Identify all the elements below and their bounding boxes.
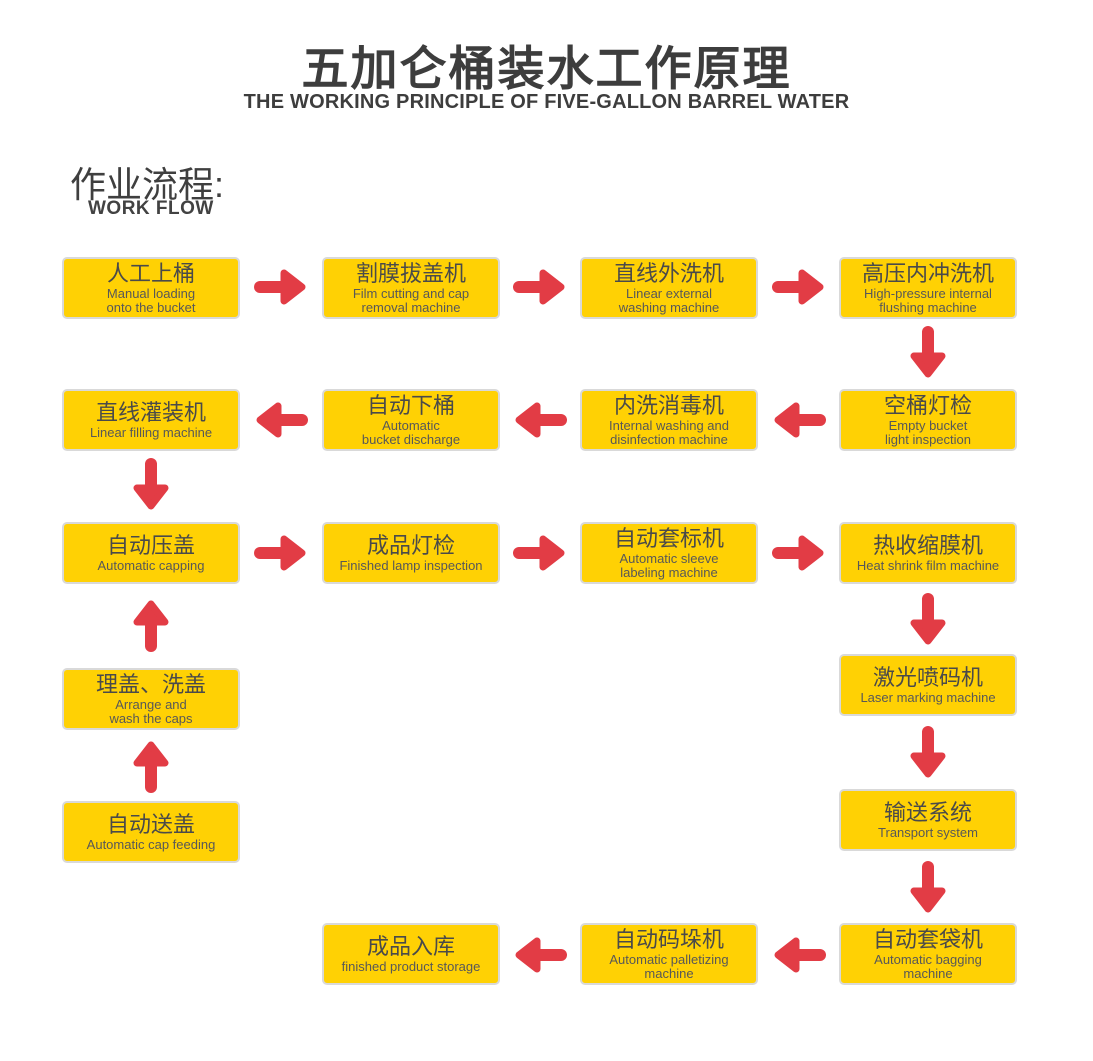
node-title-zh: 高压内冲洗机 (861, 260, 994, 286)
node-subtitle-en: finished product storage (341, 958, 481, 974)
node-title-zh: 自动套标机 (613, 525, 724, 551)
node-film-cutting-cap-removal: 割膜拔盖机 Film cutting and cap removal machi… (322, 257, 500, 319)
node-subtitle-en: Laser marking machine (860, 689, 996, 705)
arrow-down-icon (906, 725, 950, 781)
node-manual-loading: 人工上桶 Manual loading onto the bucket (62, 257, 240, 319)
node-subtitle-en: Linear filling machine (89, 424, 213, 440)
node-title-zh: 输送系统 (883, 799, 972, 825)
arrow-up-icon (129, 597, 173, 653)
node-title-zh: 自动压盖 (106, 532, 195, 558)
node-internal-washing-disinfection: 内洗消毒机 Internal washing and disinfection … (580, 389, 758, 451)
node-title-zh: 内洗消毒机 (613, 392, 724, 418)
arrow-right-icon (512, 265, 568, 309)
node-title-zh: 成品灯检 (366, 532, 455, 558)
node-high-pressure-internal-flushing: 高压内冲洗机 High-pressure internal flushing m… (839, 257, 1017, 319)
node-subtitle-en: Automatic palletizing machine (609, 951, 729, 981)
arrow-down-icon (129, 457, 173, 513)
arrow-left-icon (512, 933, 568, 977)
arrow-up-icon (129, 738, 173, 794)
arrow-left-icon (253, 398, 309, 442)
node-arrange-wash-caps: 理盖、洗盖 Arrange and wash the caps (62, 668, 240, 730)
node-linear-external-washing: 直线外洗机 Linear external washing machine (580, 257, 758, 319)
node-title-zh: 成品入库 (366, 933, 455, 959)
node-title-zh: 割膜拔盖机 (355, 260, 466, 286)
node-finished-lamp-inspection: 成品灯检 Finished lamp inspection (322, 522, 500, 584)
node-subtitle-en: Film cutting and cap removal machine (352, 285, 470, 315)
page-subtitle: THE WORKING PRINCIPLE OF FIVE-GALLON BAR… (243, 91, 850, 113)
workflow-label-en: WORK FLOW (88, 198, 214, 219)
arrow-down-icon (906, 325, 950, 381)
node-title-zh: 热收缩膜机 (872, 532, 983, 558)
node-subtitle-en: Automatic sleeve labeling machine (619, 550, 719, 580)
node-title-zh: 空桶灯检 (883, 392, 972, 418)
node-title-zh: 直线灌装机 (95, 399, 206, 425)
node-automatic-capping: 自动压盖 Automatic capping (62, 522, 240, 584)
node-linear-filling: 直线灌装机 Linear filling machine (62, 389, 240, 451)
arrow-right-icon (512, 531, 568, 575)
node-subtitle-en: Arrange and wash the caps (109, 696, 193, 726)
node-subtitle-en: Automatic capping (97, 557, 205, 573)
node-automatic-bagging: 自动套袋机 Automatic bagging machine (839, 923, 1017, 985)
node-subtitle-en: Automatic bagging machine (874, 951, 982, 981)
node-title-zh: 自动送盖 (106, 811, 195, 837)
node-subtitle-en: Linear external washing machine (618, 285, 720, 315)
node-subtitle-en: Finished lamp inspection (339, 557, 483, 573)
node-subtitle-en: Transport system (878, 824, 978, 840)
node-title-zh: 自动下桶 (366, 392, 455, 418)
node-title-zh: 人工上桶 (106, 260, 195, 286)
node-laser-marking: 激光喷码机 Laser marking machine (839, 654, 1017, 716)
arrow-right-icon (771, 531, 827, 575)
arrow-left-icon (771, 933, 827, 977)
node-title-zh: 理盖、洗盖 (95, 671, 206, 697)
arrow-right-icon (253, 531, 309, 575)
workflow-label-zh: 作业流程: (70, 164, 225, 205)
arrow-right-icon (253, 265, 309, 309)
node-finished-product-storage: 成品入库 finished product storage (322, 923, 500, 985)
arrow-left-icon (771, 398, 827, 442)
node-subtitle-en: High-pressure internal flushing machine (864, 285, 992, 315)
node-title-zh: 自动套袋机 (872, 926, 983, 952)
node-automatic-sleeve-labeling: 自动套标机 Automatic sleeve labeling machine (580, 522, 758, 584)
arrow-down-icon (906, 860, 950, 916)
node-subtitle-en: Heat shrink film machine (856, 557, 1000, 573)
node-empty-bucket-light-inspection: 空桶灯检 Empty bucket light inspection (839, 389, 1017, 451)
arrow-down-icon (906, 592, 950, 648)
node-subtitle-en: Automatic cap feeding (86, 836, 216, 852)
node-subtitle-en: Empty bucket light inspection (885, 417, 971, 447)
node-subtitle-en: Manual loading onto the bucket (106, 285, 196, 315)
node-title-zh: 直线外洗机 (613, 260, 724, 286)
node-title-zh: 激光喷码机 (872, 664, 983, 690)
node-transport-system: 输送系统 Transport system (839, 789, 1017, 851)
node-subtitle-en: Internal washing and disinfection machin… (609, 417, 729, 447)
node-automatic-bucket-discharge: 自动下桶 Automatic bucket discharge (322, 389, 500, 451)
arrow-left-icon (512, 398, 568, 442)
node-automatic-palletizing: 自动码垛机 Automatic palletizing machine (580, 923, 758, 985)
page-title: 五加仑桶装水工作原理 (301, 42, 792, 95)
node-title-zh: 自动码垛机 (613, 926, 724, 952)
arrow-right-icon (771, 265, 827, 309)
node-heat-shrink-film: 热收缩膜机 Heat shrink film machine (839, 522, 1017, 584)
node-subtitle-en: Automatic bucket discharge (361, 417, 461, 447)
node-automatic-cap-feeding: 自动送盖 Automatic cap feeding (62, 801, 240, 863)
